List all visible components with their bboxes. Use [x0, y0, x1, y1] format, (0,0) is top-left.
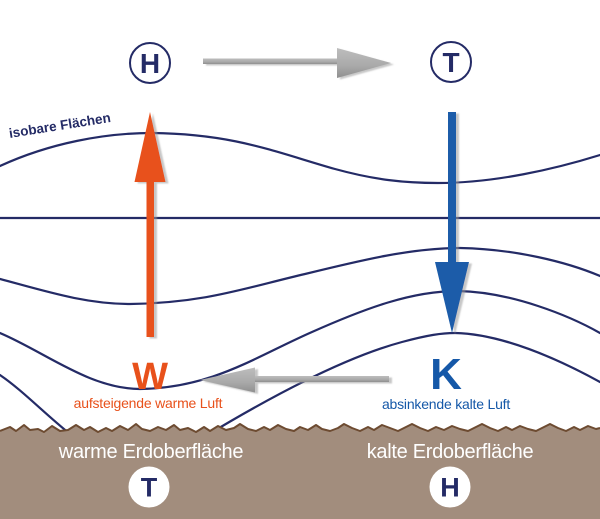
isobar-curve-1: [0, 131, 600, 185]
pressure-aloft-right-label: T: [442, 47, 460, 78]
isobar-curves: [0, 131, 600, 439]
upper-flow-arrow: [203, 48, 391, 78]
isobar-curve-3: [0, 246, 600, 306]
high-pressure-surface-circle: [429, 466, 471, 508]
pressure-surface-left-label: T: [140, 472, 158, 503]
isobar-curve-5-left: [0, 373, 72, 436]
cold-air-symbol: K: [430, 350, 462, 399]
pressure-aloft-left-label: H: [139, 48, 161, 79]
low-pressure-aloft-circle: [430, 41, 472, 83]
warm-air-symbol: W: [132, 356, 168, 398]
ground-outline: [0, 423, 600, 433]
high-pressure-aloft-circle: [129, 42, 171, 84]
warm-updraft-arrow: [134, 112, 166, 337]
ground: [0, 423, 600, 519]
warm-surface-label: warme Erdoberfläche: [58, 441, 244, 463]
isobar-curve-5-right: [202, 331, 600, 439]
pressure-surface-right-label: H: [440, 472, 460, 503]
isobar-curve-4: [0, 289, 600, 391]
surface-flow-arrow: [200, 367, 389, 393]
cold-air-caption: absinkende kalte Luft: [381, 396, 511, 412]
low-pressure-surface-circle: [128, 466, 170, 508]
cold-surface-label: kalte Erdoberfläche: [366, 441, 534, 463]
warm-air-caption: aufsteigende warme Luft: [73, 395, 223, 411]
cold-downdraft-arrow: [435, 112, 469, 333]
